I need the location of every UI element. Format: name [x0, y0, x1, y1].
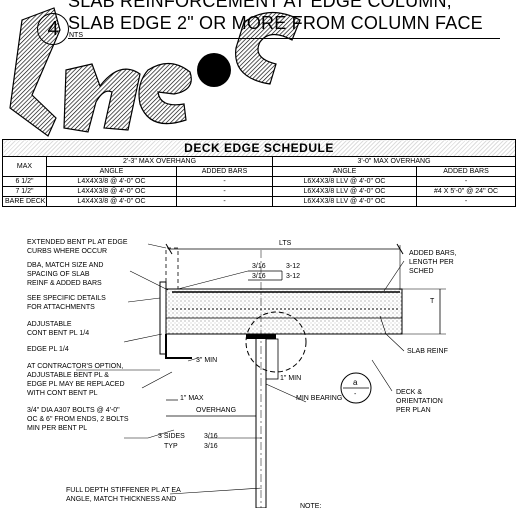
watermark-letter-l	[9, 7, 61, 137]
table-row: BARE DECK L4X4X3/8 @ 4'-0" OC - L6X4X3/8…	[2, 196, 516, 207]
drawing-annotations: EXTENDED BENT PL AT EDGE CURBS WHERE OCC…	[27, 239, 457, 510]
section-bubble-sheet: -	[354, 391, 357, 398]
weld-3-sides: 3 SIDES	[158, 433, 185, 440]
note-bolts: 3/4" DIA A307 BOLTS @ 4'-0"	[27, 407, 120, 414]
label-added-bars: ADDED BARS,	[409, 250, 457, 257]
note-extended-bent-pl: EXTENDED BENT PL AT EDGE	[27, 239, 128, 246]
dim-lts: LTS	[279, 240, 292, 247]
weld-1-size: 3/16	[252, 263, 266, 270]
watermark-letter-c	[235, 11, 301, 85]
label-min-bearing: MIN BEARING	[296, 395, 343, 402]
dim-t: t	[430, 298, 435, 305]
weld-2-size: 3/16	[252, 273, 266, 280]
weld-2-pitch: 3-12	[286, 273, 301, 280]
note-see-details: SEE SPECIFIC DETAILS	[27, 295, 106, 302]
deck-angle	[165, 334, 192, 359]
watermark-letter-n	[63, 63, 141, 133]
dim-overhang: OVERHANG	[196, 407, 237, 414]
note-adjustable: ADJUSTABLE	[27, 321, 72, 328]
note-stiffener: FULL DEPTH STIFFENER PL AT EA	[66, 487, 181, 494]
watermark-letter-e	[138, 62, 192, 125]
weld-typ: TYP	[164, 443, 178, 450]
deck-edge-schedule: DECK EDGE SCHEDULE MAX 2'-3" MAX OVERHAN…	[2, 139, 516, 207]
concrete-slab	[165, 288, 403, 335]
dim-3-min: 3" MIN	[196, 357, 218, 364]
weld-3-size-b: 3/16	[204, 443, 218, 450]
weld-3-size-a: 3/16	[204, 433, 218, 440]
weld-1-pitch: 3-12	[286, 263, 301, 270]
scale-label: NTS	[69, 32, 83, 39]
schedule-title: DECK EDGE SCHEDULE	[2, 139, 516, 157]
curb-outline	[165, 247, 179, 289]
note-edge-pl: EDGE PL 1/4	[27, 346, 69, 353]
label-deck: DECK &	[396, 389, 423, 396]
detail-circle	[245, 311, 307, 373]
edge-plate	[159, 281, 167, 355]
label-note: NOTE:	[300, 503, 322, 510]
dim-1-max: 1" MAX	[180, 395, 204, 402]
note-dba: DBA, MATCH SIZE AND	[27, 262, 104, 269]
stiffener-plate	[265, 338, 279, 380]
watermark-dot	[197, 53, 231, 87]
note-contractor-option: AT CONTRACTOR'S OPTION,	[27, 363, 124, 370]
label-slab-reinf: SLAB REINF	[407, 348, 448, 355]
title-underline	[68, 38, 500, 39]
detail-title-line1: SLAB REINFORCEMENT AT EDGE COLUMN,	[68, 0, 452, 11]
section-bubble-letter: a	[353, 378, 358, 387]
dim-1-min: 1" MIN	[280, 375, 302, 382]
